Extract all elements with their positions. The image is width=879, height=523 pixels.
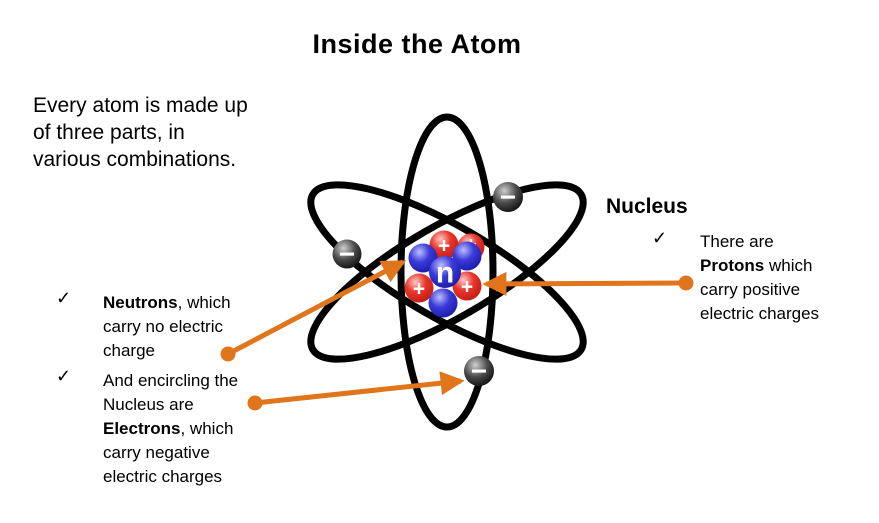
proton-plus-label: +: [413, 278, 425, 301]
neutron-sphere-labeled: [429, 256, 461, 288]
electron-minus-label: −: [500, 182, 516, 213]
bullet-line: Neutrons, which: [103, 293, 231, 312]
protons-arrow: [482, 271, 694, 296]
electron-minus-label: −: [471, 356, 487, 387]
neutrons-arrow: [220, 259, 407, 362]
bullet-line: electric charges: [700, 304, 820, 323]
neutron-n-label: n: [436, 257, 454, 290]
bullet-line: carry no electric: [103, 317, 223, 336]
electrons-arrow: [247, 371, 465, 411]
bullet-line: charge: [103, 341, 155, 360]
callout-arrows: [220, 259, 694, 411]
intro-line: Every atom is made up: [33, 94, 248, 117]
bullet-line: electric charges: [103, 467, 223, 486]
bullet-line: Electrons, which: [103, 419, 234, 438]
bullet-line: Nucleus are: [103, 395, 194, 414]
electron-sphere: [464, 356, 494, 386]
neutrons-bullet: Neutrons, which carry no electric charge: [103, 291, 288, 363]
page-title: Inside the Atom: [312, 29, 522, 59]
proton-sphere: [452, 271, 482, 301]
proton-plus-label: +: [461, 276, 473, 299]
proton-plus-label: +: [438, 235, 450, 258]
bullet-line: Protons which: [700, 256, 813, 275]
checkmark-icon: ✓: [56, 366, 72, 386]
proton-sphere: [429, 230, 459, 260]
intro-text: Every atom is made up of three parts, in…: [33, 92, 248, 173]
electrons-bullet: And encircling the Nucleus are Electrons…: [103, 369, 293, 489]
intro-line: various combinations.: [33, 148, 237, 171]
orbit-diagonal-right: [307, 181, 587, 363]
bullet-line: carry negative: [103, 443, 210, 462]
neutron-sphere: [452, 241, 482, 271]
electron-top-right: −: [493, 182, 523, 213]
electron-left: −: [332, 239, 362, 270]
protons-bullet: There are Protons which carry positive e…: [700, 230, 875, 326]
orbit-diagonal-left: [307, 181, 587, 363]
nucleus-heading: Nucleus: [606, 195, 688, 218]
electron-sphere: [493, 182, 523, 212]
electron-minus-label: −: [339, 239, 355, 270]
electron-bottom: −: [464, 356, 494, 387]
checkmark-icon: ✓: [56, 288, 72, 308]
bullet-line: carry positive: [700, 280, 801, 299]
electron-sphere: [332, 239, 362, 269]
checkmark-icon: ✓: [652, 228, 668, 248]
intro-line: of three parts, in: [33, 121, 185, 144]
proton-sphere: [404, 273, 434, 303]
neutron-sphere: [428, 288, 458, 318]
bullet-line: And encircling the: [103, 371, 239, 390]
neutron-sphere: [408, 243, 438, 273]
nucleus-cluster: + + + + n: [404, 230, 485, 318]
electrons: − − −: [332, 182, 523, 387]
bullet-line: There are: [700, 232, 774, 251]
